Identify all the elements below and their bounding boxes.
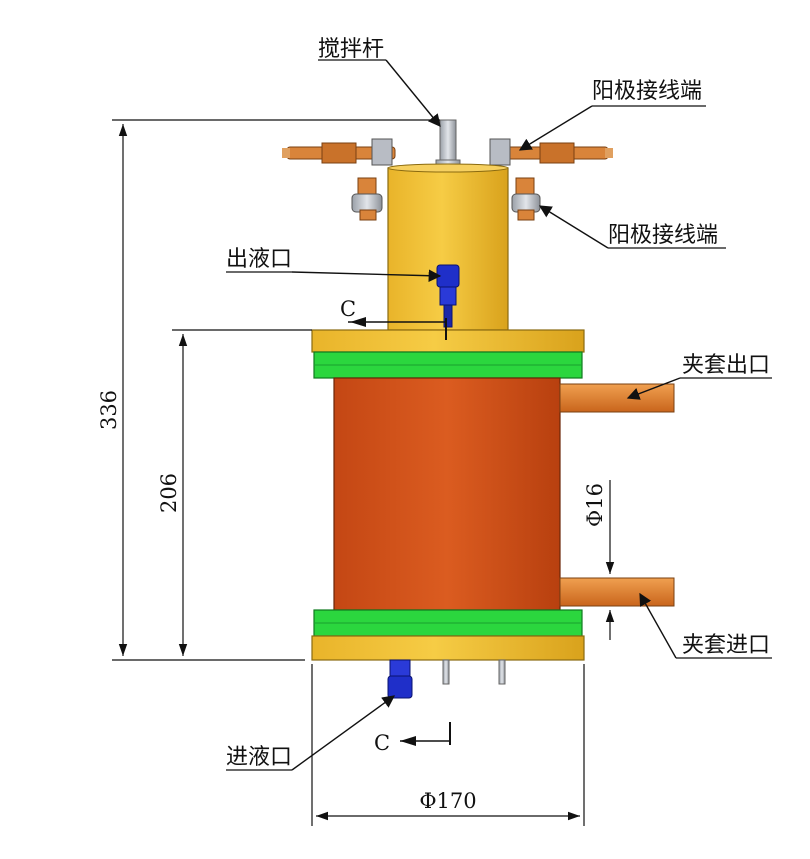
leader-anode-top	[518, 105, 706, 151]
right-anode-arm	[489, 138, 613, 166]
dimension-206-label: 206	[157, 473, 181, 513]
left-clamp	[351, 177, 383, 221]
outlet-fitting	[436, 264, 460, 328]
leader-anode-side	[538, 205, 726, 249]
leader-liquid-inlet	[226, 695, 396, 771]
lower-flange	[311, 609, 585, 661]
label-jacket-outlet: 夹套出口	[682, 353, 770, 378]
inlet-fitting	[387, 659, 413, 699]
right-clamp	[511, 177, 541, 221]
main-vessel-body	[333, 377, 561, 611]
dimension-phi16-label: Φ16	[583, 483, 607, 527]
leader-jacket-inlet	[639, 592, 772, 659]
leader-stirrer	[318, 59, 441, 127]
jacket-inlet-pipe	[559, 577, 675, 607]
leader-jacket-outlet	[626, 377, 772, 400]
section-c-top-label: C	[340, 297, 356, 321]
upper-flange	[311, 329, 585, 379]
label-stirrer-rod: 搅拌杆	[318, 37, 384, 62]
dimension-336-label: 336	[97, 390, 121, 430]
section-marker-bottom	[400, 722, 451, 746]
leader-liquid-outlet	[226, 269, 442, 282]
label-liquid-inlet: 进液口	[226, 745, 292, 770]
stirrer-rod	[435, 119, 461, 171]
jacket-outlet-pipe	[559, 383, 675, 413]
section-c-bottom-label: C	[374, 731, 390, 755]
dimension-336	[112, 119, 440, 661]
bottom-studs	[442, 659, 506, 685]
label-anode-terminal-side: 阳极接线端	[608, 223, 718, 248]
dimension-phi170	[311, 664, 585, 826]
label-jacket-inlet: 夹套进口	[682, 633, 770, 658]
label-liquid-outlet: 出液口	[226, 247, 292, 272]
dimension-206	[172, 329, 312, 656]
left-anode-arm	[282, 138, 396, 166]
label-anode-terminal-top: 阳极接线端	[592, 79, 702, 104]
section-marker-top	[348, 317, 447, 340]
dimension-phi170-label: Φ170	[419, 789, 476, 813]
